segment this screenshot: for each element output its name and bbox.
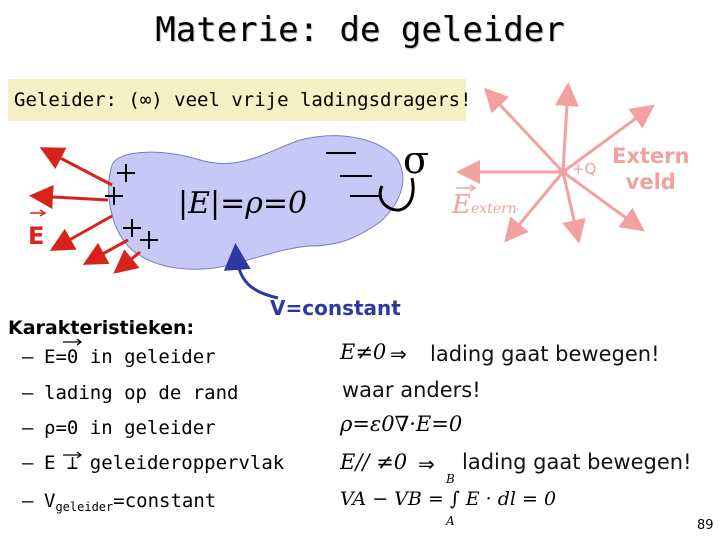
- characteristics-heading: Karakteristieken:: [8, 317, 194, 339]
- implies-icon: ⇒: [390, 342, 407, 366]
- list-item: –ρ=0 in geleider: [44, 417, 216, 439]
- formula-e-parallel: E// ≠0: [340, 450, 407, 474]
- characteristics-list: –E=0 in geleider –lading op de rand –ρ=0…: [0, 344, 320, 544]
- formula-rho-note: waar anders!: [342, 378, 481, 402]
- v-constant-label: V=constant: [270, 296, 401, 320]
- external-charge: [559, 168, 567, 176]
- e-extern-label: Eextern: [452, 190, 517, 220]
- extern-veld-label: Extern veld: [612, 143, 689, 195]
- list-item: –Vgeleider=constant: [44, 490, 216, 514]
- list-item: –lading op de rand: [44, 382, 238, 404]
- e-field-label: E: [28, 222, 44, 250]
- formula-potential: VA − VB = ∫ E · dl = 0: [340, 488, 556, 510]
- page-number: 89: [697, 518, 714, 533]
- inside-formula: |E|=ρ=0: [178, 186, 307, 221]
- sigma-label: σ: [403, 138, 429, 182]
- formula-e-note: lading gaat bewegen!: [430, 342, 659, 366]
- implies-icon: ⇒: [418, 452, 435, 476]
- vector-marks: [30, 210, 45, 216]
- integral-lower-limit: A: [446, 514, 455, 528]
- formula-e-nonzero: E≠0: [340, 340, 386, 364]
- formula-rho: ρ=ε0∇·E=0: [340, 412, 462, 436]
- integral-upper-limit: B: [446, 472, 455, 486]
- list-item: –E ⊥ geleideroppervlak: [44, 452, 284, 474]
- formula-e-parallel-note: lading gaat bewegen!: [462, 450, 691, 474]
- list-item: –E=0 in geleider: [44, 346, 216, 368]
- plus-q-label: +Q: [572, 160, 596, 178]
